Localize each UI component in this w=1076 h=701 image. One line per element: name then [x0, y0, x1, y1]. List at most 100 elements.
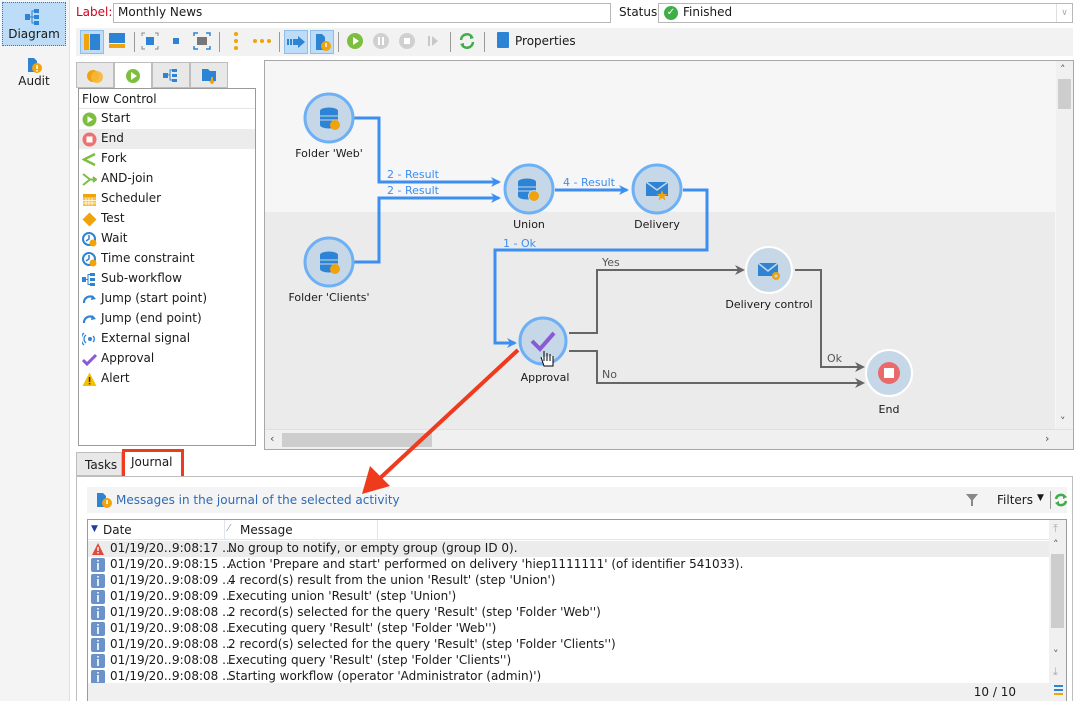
- start-button[interactable]: [344, 30, 368, 54]
- row-date: 01/19/20...: [110, 621, 176, 635]
- table-row[interactable]: 01/19/20...9:08:15 ...Action 'Prepare an…: [88, 557, 1054, 573]
- scroll-bottom-icon[interactable]: ⤓: [1053, 665, 1058, 678]
- row-date: 01/19/20...: [110, 669, 176, 683]
- edge-deliverycontrol-end[interactable]: [795, 269, 865, 372]
- node-delivery[interactable]: [631, 163, 683, 215]
- info-icon: [91, 654, 105, 668]
- show-logs-button[interactable]: [310, 30, 334, 54]
- properties-button[interactable]: Properties: [515, 34, 576, 48]
- scrollbar-thumb[interactable]: [1051, 554, 1064, 628]
- palette-item-time-constraint[interactable]: Time constraint: [79, 249, 255, 269]
- palette-item-jump-end[interactable]: Jump (end point): [79, 309, 255, 329]
- grid-vertical-scrollbar[interactable]: ⤒ ˄ ˅ ⤓: [1049, 520, 1066, 701]
- palette-item-start[interactable]: Start: [79, 109, 255, 129]
- scroll-down-icon[interactable]: ˅: [1053, 648, 1059, 661]
- step-button[interactable]: [422, 30, 446, 54]
- nav-audit-label: Audit: [18, 74, 50, 88]
- filters-dropdown-icon[interactable]: ▼: [1037, 493, 1044, 503]
- palette-tab-flow-control[interactable]: [114, 62, 152, 89]
- palette-item-end[interactable]: End: [79, 129, 255, 149]
- zoom-normal-button[interactable]: [165, 30, 189, 54]
- nav-audit-button[interactable]: Audit: [2, 50, 66, 94]
- node-end[interactable]: [865, 349, 913, 397]
- nav-diagram-button[interactable]: Diagram: [2, 2, 66, 46]
- node-folder-web[interactable]: [303, 92, 355, 144]
- palette-tab-actions[interactable]: [152, 62, 190, 88]
- zoom-selection-button[interactable]: [191, 30, 215, 54]
- scroll-left-icon[interactable]: ‹: [270, 432, 275, 445]
- palette-item-sub-workflow[interactable]: Sub-workflow: [79, 269, 255, 289]
- row-message: Starting workflow (operator 'Administrat…: [228, 669, 542, 683]
- node-approval[interactable]: [518, 316, 568, 366]
- palette-item-scheduler[interactable]: Scheduler: [79, 189, 255, 209]
- filters-button[interactable]: Filters: [997, 493, 1033, 507]
- table-row[interactable]: 01/19/20...9:08:09 ...4 record(s) result…: [88, 573, 1054, 589]
- scrollbar-thumb[interactable]: [282, 433, 432, 447]
- label-caption: Label:: [76, 5, 113, 19]
- zoom-fit-button[interactable]: [139, 30, 163, 54]
- palette-item-label: Test: [101, 211, 125, 225]
- table-row[interactable]: 01/19/20...9:08:08 ...Executing query 'R…: [88, 621, 1054, 637]
- node-folder-clients[interactable]: [303, 236, 355, 288]
- column-message[interactable]: Message: [240, 523, 293, 537]
- tab-journal[interactable]: Journal: [122, 449, 184, 479]
- table-row[interactable]: 01/19/20...9:08:17 ...No group to notify…: [88, 541, 1054, 557]
- node-delivery-control[interactable]: [745, 246, 793, 294]
- refresh-icon[interactable]: [1053, 492, 1069, 508]
- node-union[interactable]: [503, 163, 555, 215]
- auto-layout-button[interactable]: [284, 30, 308, 54]
- palette-tab-targeting[interactable]: [76, 62, 114, 88]
- row-time: 9:08:15 ...: [172, 557, 234, 571]
- scroll-down-icon[interactable]: ˅: [1060, 415, 1066, 428]
- status-select[interactable]: ✓ Finished ∨: [658, 3, 1073, 23]
- edge-web-union[interactable]: [353, 116, 501, 187]
- edge-approval-end[interactable]: [569, 350, 865, 388]
- tab-tasks[interactable]: Tasks: [76, 452, 122, 476]
- edge-delivery-approval[interactable]: [493, 188, 709, 348]
- align-horizontal-button[interactable]: [251, 30, 275, 54]
- left-nav: Diagram Audit: [0, 0, 70, 701]
- palette-item-alert[interactable]: Alert: [79, 369, 255, 389]
- table-row[interactable]: 01/19/20...9:08:09 ...Executing union 'R…: [88, 589, 1054, 605]
- delivery-icon: [645, 181, 669, 201]
- scroll-right-icon[interactable]: ›: [1045, 432, 1050, 445]
- palette-item-test[interactable]: Test: [79, 209, 255, 229]
- palette-item-wait[interactable]: Wait: [79, 229, 255, 249]
- info-icon: [91, 574, 105, 588]
- chevron-down-icon[interactable]: ∨: [1056, 4, 1072, 22]
- scroll-top-icon[interactable]: ⤒: [1053, 522, 1058, 535]
- palette-item-and-join[interactable]: AND-join: [79, 169, 255, 189]
- label-input[interactable]: Monthly News: [113, 3, 611, 23]
- scrollbar-thumb[interactable]: [1058, 79, 1071, 109]
- column-date[interactable]: Date: [103, 523, 132, 537]
- palette-item-external-signal[interactable]: External signal: [79, 329, 255, 349]
- refresh-button[interactable]: [456, 30, 480, 54]
- layout-horizontal-button[interactable]: [106, 30, 130, 54]
- table-row[interactable]: 01/19/20...9:08:08 ...Starting workflow …: [88, 669, 1054, 685]
- edge-approval-deliverycontrol[interactable]: [569, 265, 745, 334]
- row-date: 01/19/20...: [110, 589, 176, 603]
- auto-layout-icon: [287, 36, 305, 48]
- columns-menu-icon[interactable]: [1052, 685, 1063, 695]
- pause-button[interactable]: [370, 30, 394, 54]
- table-row[interactable]: 01/19/20...9:08:08 ...Executing query 'R…: [88, 653, 1054, 669]
- layout-vertical-button[interactable]: [80, 30, 104, 54]
- align-vertical-button[interactable]: [225, 30, 249, 54]
- palette-item-approval[interactable]: Approval: [79, 349, 255, 369]
- stop-button[interactable]: [396, 30, 420, 54]
- info-icon: [91, 638, 105, 652]
- scroll-up-icon[interactable]: ˄: [1060, 63, 1066, 76]
- workflow-canvas[interactable]: Folder 'Web' Folder 'Clients' Union Deli…: [264, 60, 1074, 450]
- palette-item-label: Sub-workflow: [101, 271, 182, 285]
- palette-tab-events[interactable]: [190, 62, 228, 88]
- table-row[interactable]: 01/19/20...9:08:08 ...2 record(s) select…: [88, 605, 1054, 621]
- align-horizontal-icon: [253, 39, 271, 43]
- palette-item-jump-start[interactable]: Jump (start point): [79, 289, 255, 309]
- canvas-vertical-scrollbar[interactable]: ˄ ˅: [1056, 61, 1073, 431]
- edge-clients-union[interactable]: [353, 193, 501, 264]
- scroll-up-icon[interactable]: ˄: [1053, 538, 1059, 551]
- table-row[interactable]: 01/19/20...9:08:08 ...2 record(s) select…: [88, 637, 1054, 653]
- palette-item-fork[interactable]: Fork: [79, 149, 255, 169]
- canvas-horizontal-scrollbar[interactable]: ‹ ›: [265, 429, 1073, 449]
